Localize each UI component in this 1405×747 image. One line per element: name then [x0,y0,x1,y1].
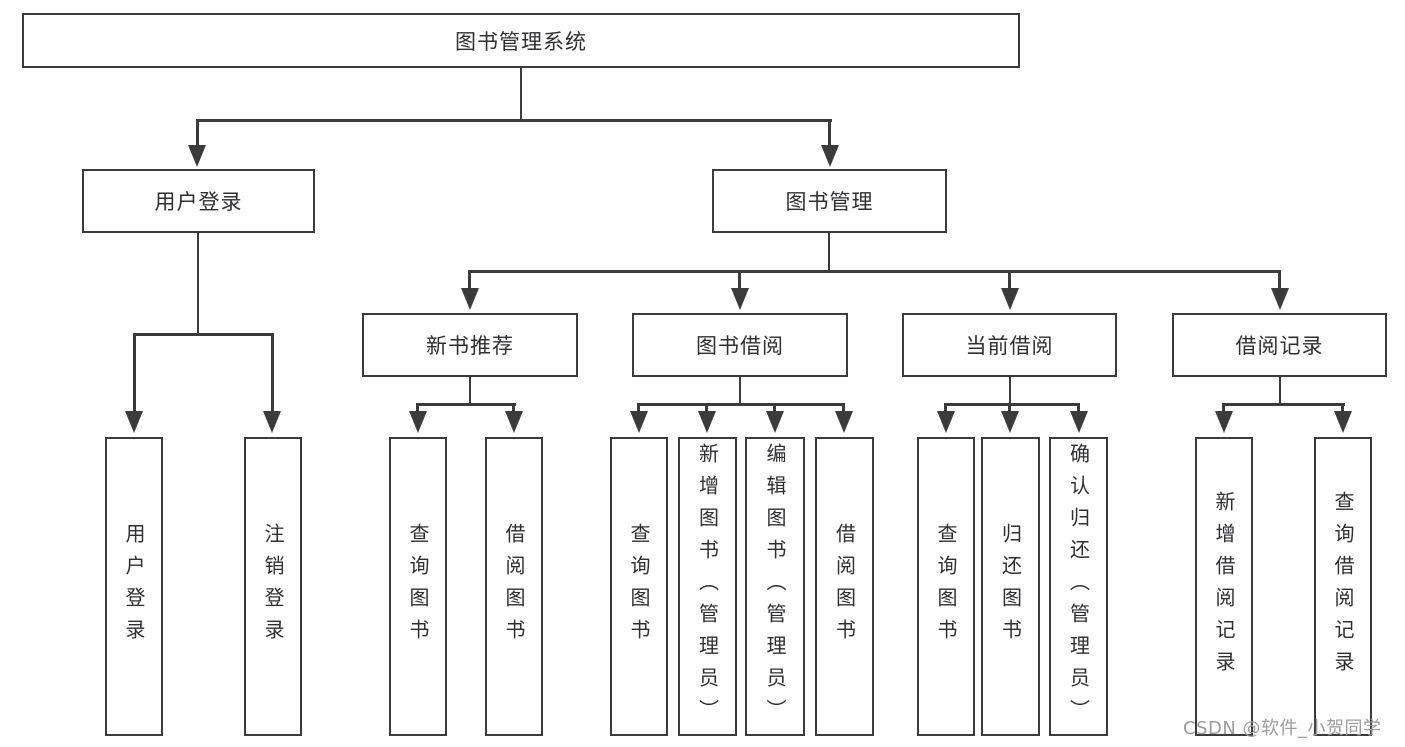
arrow-down-icon [766,411,784,433]
node-borrowing-records-label: 借阅记录 [1235,334,1324,358]
leaf-return-book: 归还图书 [981,437,1040,736]
arrow-down-icon [1271,288,1289,310]
leaf-add-book-admin-label: 新增图书（管理员） [695,442,720,731]
node-new-book-recommend: 新书推荐 [362,313,578,377]
leaf-logout: 注销登录 [244,437,302,736]
leaf-borrow-book-recommend: 借阅图书 [485,437,543,736]
node-book-borrowing: 图书借阅 [632,313,848,377]
connector-stem [1278,270,1281,292]
node-root: 图书管理系统 [22,13,1020,68]
connector-records-vertical [1279,375,1281,406]
leaf-query-books-current-label: 查询图书 [934,522,958,651]
connector-stem [1077,403,1080,416]
arrow-down-icon [188,145,206,167]
node-book-management-label: 图书管理 [785,190,874,214]
connector-stem [1341,403,1344,416]
leaf-user-login: 用户登录 [105,437,163,736]
arrow-down-icon [698,411,716,433]
connector-stem [773,403,776,416]
arrow-down-icon [937,411,955,433]
connector-stem [271,333,274,417]
leaf-query-books-borrowing-label: 查询图书 [627,522,651,651]
connector-stem [738,270,741,292]
connector-stem [196,119,199,152]
connector-stem [1222,403,1225,416]
node-new-book-recommend-label: 新书推荐 [426,334,514,358]
node-current-borrowing-label: 当前借阅 [965,334,1054,358]
connector-stem [637,403,640,416]
leaf-confirm-return-admin-label: 确认归还（管理员） [1066,442,1091,731]
arrow-down-icon [630,411,648,433]
connector-stem [1008,403,1011,416]
arrow-down-icon [835,411,853,433]
connector-stem [944,403,947,416]
node-current-borrowing: 当前借阅 [902,313,1117,377]
leaf-logout-label: 注销登录 [261,522,285,651]
arrow-down-icon [125,411,143,433]
leaf-query-books-recommend: 查询图书 [389,437,447,736]
arrow-down-icon [1001,411,1019,433]
leaf-query-borrow-record-label: 查询借阅记录 [1331,490,1355,683]
connector-stem [133,333,136,417]
connector-root-vertical [520,68,522,122]
connector-current-vertical [1009,375,1011,406]
node-book-management: 图书管理 [712,169,947,233]
connector-stem [512,403,515,416]
leaf-add-borrow-record: 新增借阅记录 [1195,437,1253,736]
node-borrowing-records: 借阅记录 [1172,313,1387,377]
connector-stem [842,403,845,416]
leaf-borrow-book-label: 借阅图书 [832,522,857,651]
connector-records-horizontal [1222,403,1345,406]
connector-login-vertical [197,233,199,336]
leaf-query-books-current: 查询图书 [917,437,975,736]
connector-mgmt-horizontal [468,270,1281,273]
node-user-login: 用户登录 [82,169,315,233]
leaf-add-book-admin: 新增图书（管理员） [678,437,737,736]
node-user-login-label: 用户登录 [154,190,243,214]
connector-root-horizontal [196,119,832,122]
leaf-add-borrow-record-label: 新增借阅记录 [1212,490,1236,683]
connector-stem [705,403,708,416]
arrow-down-icon [1215,411,1233,433]
connector-login-horizontal [133,333,274,336]
arrow-down-icon [505,411,523,433]
leaf-user-login-label: 用户登录 [122,522,146,651]
connector-borrowing-vertical [739,375,741,406]
connector-stem [828,119,831,152]
leaf-borrow-book: 借阅图书 [815,437,874,736]
connector-stem [1008,270,1011,292]
connector-stem [416,403,419,416]
arrow-down-icon [461,288,479,310]
connector-stem [468,270,471,292]
arrow-down-icon [1334,411,1352,433]
arrow-down-icon [1001,288,1019,310]
leaf-borrow-book-recommend-label: 借阅图书 [502,522,526,651]
connector-mgmt-vertical [828,233,830,273]
connector-recommend-horizontal [416,403,516,406]
leaf-query-borrow-record: 查询借阅记录 [1314,437,1372,736]
arrow-down-icon [263,411,281,433]
connector-recommend-vertical [469,375,471,406]
connector-borrowing-horizontal [637,403,845,406]
leaf-return-book-label: 归还图书 [998,522,1023,651]
leaf-query-books-borrowing: 查询图书 [610,437,668,736]
leaf-confirm-return-admin: 确认归还（管理员） [1049,437,1108,736]
watermark: CSDN @软件_小贺同学 [1183,718,1382,739]
leaf-edit-book-admin: 编辑图书（管理员） [745,437,805,736]
connector-current-horizontal [944,403,1080,406]
node-root-label: 图书管理系统 [455,29,587,54]
node-book-borrowing-label: 图书借阅 [696,334,784,358]
arrow-down-icon [731,288,749,310]
arrow-down-icon [1070,411,1088,433]
arrow-down-icon [409,411,427,433]
leaf-edit-book-admin-label: 编辑图书（管理员） [763,442,787,731]
leaf-query-books-recommend-label: 查询图书 [406,522,430,651]
arrow-down-icon [821,145,839,167]
